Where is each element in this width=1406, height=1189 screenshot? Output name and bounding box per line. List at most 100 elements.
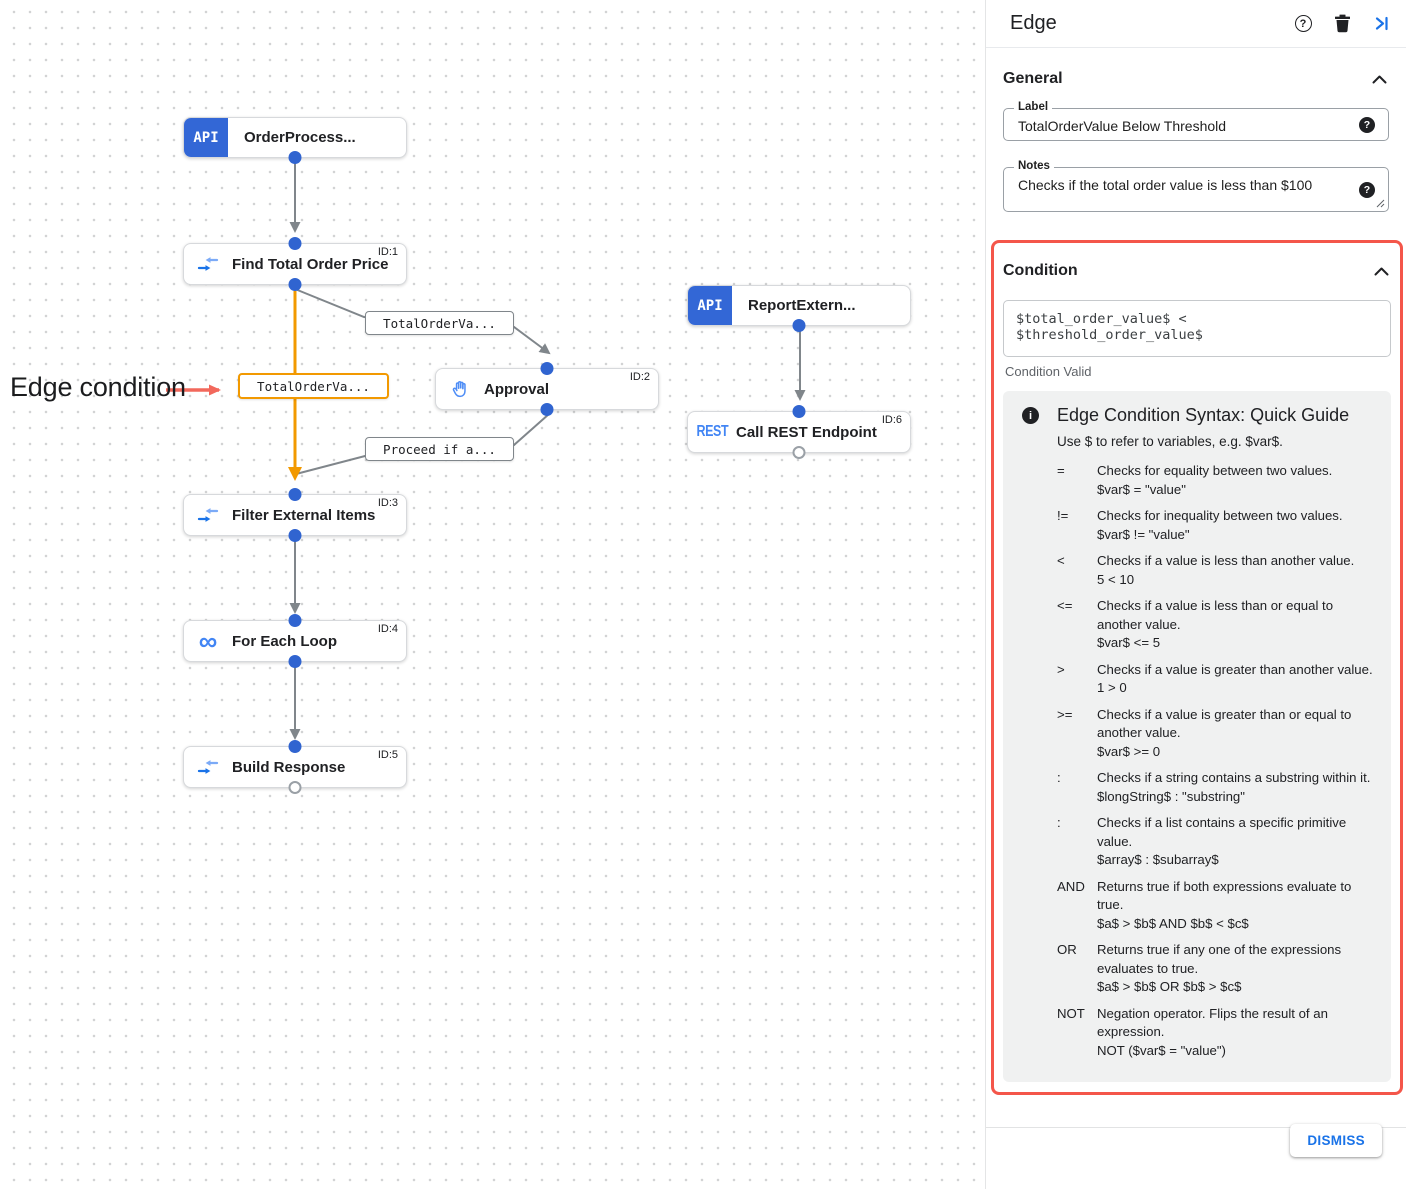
- rule-operator: >: [1057, 661, 1065, 677]
- output-connection-point[interactable]: [288, 529, 302, 542]
- rule-operator: OR: [1057, 942, 1077, 957]
- input-connection-point[interactable]: [540, 362, 554, 375]
- label-field-value[interactable]: TotalOrderValue Below Threshold: [1018, 118, 1227, 134]
- node-id-tag: ID:2: [629, 371, 650, 383]
- condition-input[interactable]: $total_order_value$ < $threshold_order_v…: [1003, 300, 1391, 357]
- output-connection-point[interactable]: [288, 781, 302, 794]
- node-approval[interactable]: Approval ID:2: [435, 362, 659, 416]
- delete-edge-button[interactable]: [1332, 14, 1352, 34]
- rule-example: $var$ != "value": [1097, 526, 1190, 542]
- edge-label-selected[interactable]: TotalOrderVa...: [238, 373, 389, 399]
- condition-highlight-annotation: Condition $total_order_value$ < $thresho…: [991, 240, 1403, 1095]
- node-orderprocess-api-trigger[interactable]: API OrderProcess...: [183, 117, 407, 164]
- node-reportexternal-api-trigger[interactable]: API ReportExtern...: [687, 285, 911, 332]
- node-label: Call REST Endpoint: [736, 423, 877, 441]
- rule-example: $var$ >= 0: [1097, 743, 1161, 759]
- collapse-condition-button[interactable]: [1371, 261, 1391, 281]
- resize-handle-icon[interactable]: [1376, 199, 1385, 208]
- condition-section: Condition $total_order_value$ < $thresho…: [1003, 258, 1391, 1082]
- rule-description: Returns true if both expressions evaluat…: [1097, 878, 1352, 913]
- rule-description: Checks if a value is less than another v…: [1097, 553, 1355, 568]
- node-find-total-order-price[interactable]: Find Total Order Price ID:1: [183, 237, 407, 291]
- rule-description: Checks if a value is less than or equal …: [1097, 598, 1334, 632]
- node-id-tag: ID:6: [881, 414, 902, 426]
- rule-example: $a$ > $b$ OR $b$ > $c$: [1097, 979, 1242, 994]
- output-connection-point[interactable]: [288, 151, 302, 164]
- syntax-guide-title: Edge Condition Syntax: Quick Guide: [1057, 405, 1350, 425]
- syntax-rule-row: = Checks for equality between two values…: [1057, 462, 1379, 499]
- workflow-canvas[interactable]: API OrderProcess... Find Total Order Pri…: [0, 0, 985, 1189]
- rule-operator: :: [1057, 770, 1061, 785]
- input-connection-point[interactable]: [792, 405, 806, 418]
- node-label: ReportExtern...: [748, 297, 856, 314]
- data-mapping-icon: [184, 507, 232, 523]
- help-button[interactable]: ?: [1293, 14, 1313, 34]
- loop-infinity-icon: ∞: [198, 626, 218, 656]
- rule-description: Checks if a string contains a substring …: [1097, 770, 1371, 785]
- node-for-each-loop[interactable]: ∞ For Each Loop ID:4: [183, 614, 407, 668]
- collapse-panel-button[interactable]: [1371, 14, 1391, 34]
- rule-description: Returns true if any one of the expressio…: [1097, 942, 1342, 976]
- rule-operator: <: [1057, 553, 1065, 568]
- syntax-rule-row: <= Checks if a value is less than or equ…: [1057, 597, 1379, 653]
- node-label: OrderProcess...: [244, 129, 356, 146]
- edge-condition-annotation: Edge condition: [10, 372, 186, 402]
- input-connection-point[interactable]: [288, 740, 302, 753]
- node-build-response[interactable]: Build Response ID:5: [183, 740, 407, 794]
- condition-section-title: Condition: [1003, 262, 1078, 279]
- notes-field-value[interactable]: Checks if the total order value is less …: [1018, 177, 1313, 193]
- node-label: For Each Loop: [232, 632, 337, 650]
- input-connection-point[interactable]: [288, 237, 302, 250]
- panel-title: Edge: [1010, 12, 1057, 34]
- node-id-tag: ID:1: [377, 246, 398, 258]
- syntax-rule-row: : Checks if a string contains a substrin…: [1057, 769, 1379, 806]
- notes-help-icon[interactable]: ?: [1359, 181, 1375, 198]
- workflow-edges: [166, 163, 806, 740]
- rule-operator: NOT: [1057, 1005, 1085, 1021]
- rule-description: Checks for inequality between two values…: [1097, 508, 1343, 523]
- syntax-rule-row: AND Returns true if both expressions eva…: [1057, 878, 1379, 934]
- node-filter-external-items[interactable]: Filter External Items ID:3: [183, 488, 407, 542]
- condition-valid-status: Condition Valid: [1005, 364, 1092, 379]
- label-field[interactable]: Label TotalOrderValue Below Threshold ?: [1003, 101, 1389, 141]
- node-call-rest-endpoint[interactable]: REST Call REST Endpoint ID:6: [687, 405, 911, 459]
- rule-operator: AND: [1057, 878, 1085, 894]
- chevron-up-icon: [1374, 267, 1388, 275]
- node-id-tag: ID:4: [377, 623, 398, 635]
- rule-example: $array$ : $subarray$: [1097, 852, 1219, 867]
- rule-operator: <=: [1057, 598, 1073, 613]
- panel-footer: DISMISS: [986, 1124, 1406, 1189]
- label-field-label: Label: [1014, 101, 1053, 113]
- node-label: Approval: [484, 380, 550, 398]
- output-connection-point[interactable]: [288, 278, 302, 291]
- edge-label-from-approval[interactable]: Proceed if a...: [365, 437, 514, 461]
- chevron-up-icon: [1372, 75, 1386, 83]
- data-mapping-icon: [184, 256, 232, 272]
- info-icon: i: [1022, 407, 1039, 424]
- input-connection-point[interactable]: [288, 488, 302, 501]
- notes-field[interactable]: Notes Checks if the total order value is…: [1003, 160, 1389, 212]
- notes-field-label: Notes: [1014, 160, 1054, 172]
- help-icon: ?: [1294, 15, 1312, 32]
- syntax-rule-row: : Checks if a list contains a specific p…: [1057, 814, 1379, 870]
- rule-example: 5 < 10: [1097, 571, 1135, 587]
- rule-operator: >=: [1057, 706, 1073, 722]
- rule-description: Negation operator. Flips the result of a…: [1097, 1005, 1328, 1040]
- api-trigger-icon: API: [184, 118, 228, 157]
- rule-example: $var$ = "value": [1097, 481, 1186, 497]
- rule-operator: =: [1057, 463, 1065, 478]
- output-connection-point[interactable]: [288, 655, 302, 668]
- rule-description: Checks if a value is greater than or equ…: [1097, 706, 1352, 741]
- input-connection-point[interactable]: [288, 614, 302, 627]
- rule-description: Checks if a value is greater than anothe…: [1097, 661, 1373, 677]
- output-connection-point[interactable]: [792, 319, 806, 332]
- label-help-icon[interactable]: ?: [1359, 116, 1375, 133]
- collapse-general-button[interactable]: [1369, 69, 1389, 89]
- rule-example: NOT ($var$ = "value"): [1097, 1042, 1226, 1058]
- dismiss-button[interactable]: DISMISS: [1290, 1124, 1382, 1157]
- output-connection-point[interactable]: [792, 446, 806, 459]
- api-trigger-icon: API: [688, 286, 732, 325]
- edge-label-to-approval[interactable]: TotalOrderVa...: [365, 311, 514, 335]
- output-connection-point[interactable]: [540, 403, 554, 416]
- trash-icon: [1334, 14, 1350, 33]
